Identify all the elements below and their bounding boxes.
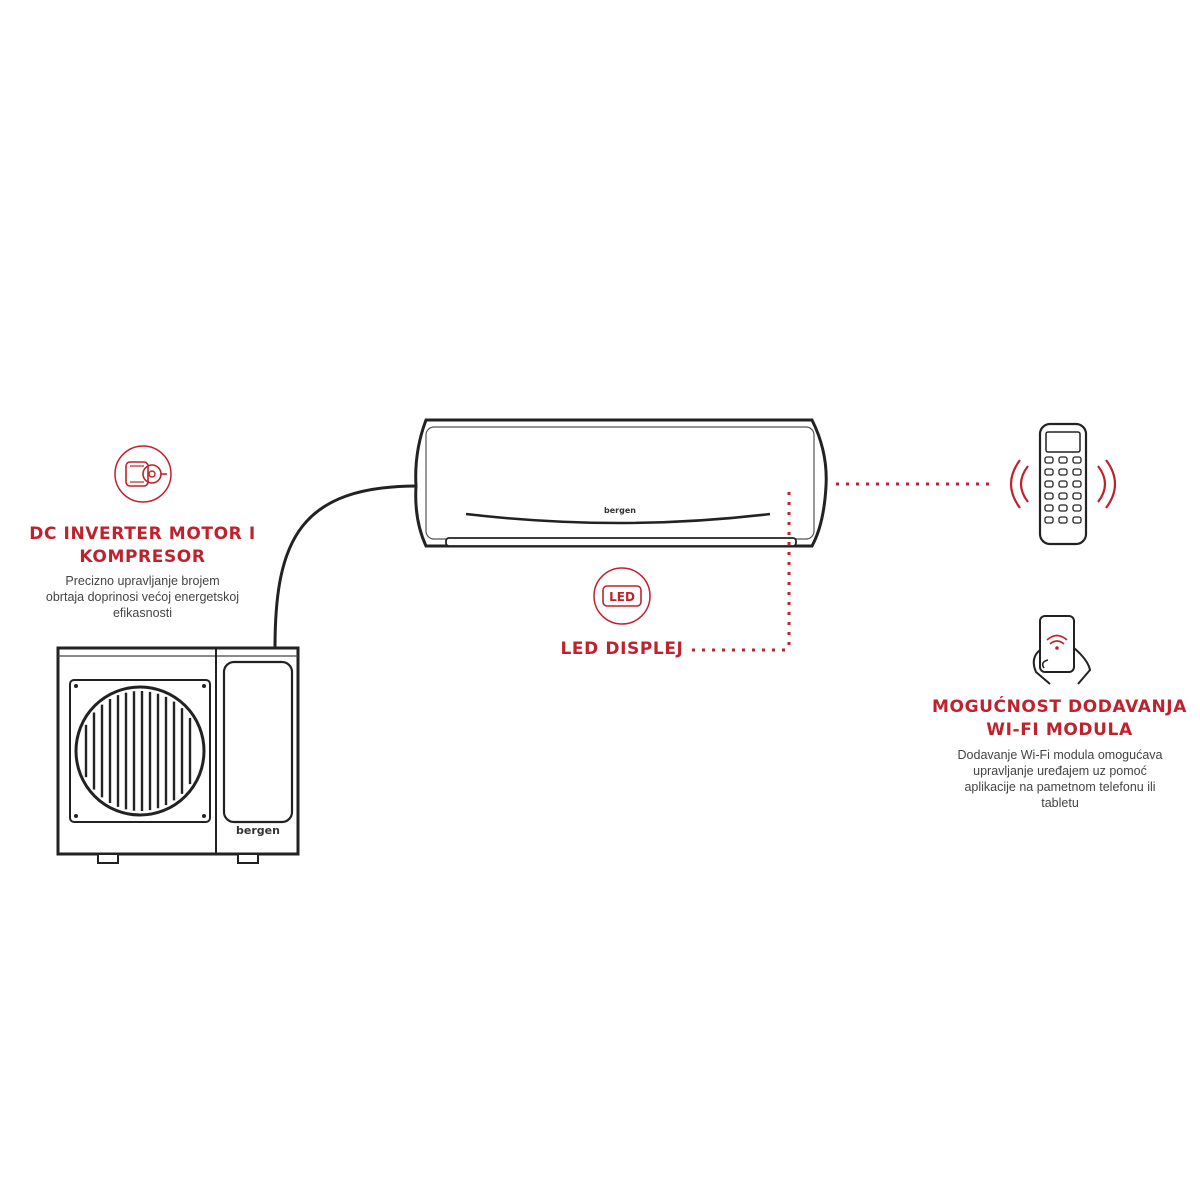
remote-button	[1058, 480, 1068, 488]
inverter-title-line2: KOMPRESOR	[79, 547, 206, 567]
remote-button	[1072, 504, 1082, 512]
wifi-title: MOGUĆNOST DODAVANJA WI-FI MODULA	[922, 696, 1197, 742]
wifi-desc-line3: aplikacije na pametnom telefonu ili	[964, 780, 1156, 794]
wifi-desc-line1: Dodavanje Wi-Fi modula omogućava	[957, 748, 1163, 762]
inverter-desc-line3: efikasnosti	[112, 606, 173, 620]
inverter-desc-line1: Precizno upravljanje brojem	[65, 574, 220, 588]
led-icon-label: LED	[609, 590, 635, 604]
refrigerant-pipe	[273, 484, 419, 649]
led-display-icon: LED	[593, 567, 651, 625]
remote-button	[1058, 504, 1068, 512]
wifi-desc-line4: tabletu	[1041, 796, 1079, 810]
motor-icon	[114, 445, 172, 503]
outdoor-brand-label: bergen	[236, 824, 280, 837]
indoor-brand-label: bergen	[604, 506, 636, 515]
wifi-desc-line2: upravljanje uređajem uz pomoć	[973, 764, 1147, 778]
remote-control-icon	[1009, 422, 1117, 546]
remote-button	[1072, 480, 1082, 488]
remote-buttons	[1044, 456, 1082, 524]
outdoor-unit: bergen	[56, 646, 300, 864]
remote-button	[1044, 468, 1054, 476]
remote-button	[1044, 492, 1054, 500]
inverter-title: DC INVERTER MOTOR I KOMPRESOR	[20, 523, 265, 569]
remote-button	[1044, 456, 1054, 464]
remote-button	[1044, 480, 1054, 488]
inverter-desc-line2: obrtaja doprinosi većoj energetskoj	[45, 590, 240, 604]
smartphone-wifi-icon	[1032, 615, 1092, 685]
indoor-unit: bergen	[414, 418, 828, 548]
remote-button	[1072, 456, 1082, 464]
led-title: LED DISPLEJ	[552, 638, 692, 661]
inverter-description: Precizno upravljanje brojem obrtaja dopr…	[15, 573, 270, 621]
led-title-text: LED DISPLEJ	[560, 639, 684, 659]
wifi-title-line2: WI-FI MODULA	[986, 720, 1133, 740]
remote-button	[1058, 468, 1068, 476]
remote-button	[1072, 516, 1082, 524]
remote-button	[1044, 516, 1054, 524]
remote-button	[1072, 468, 1082, 476]
inverter-title-line1: DC INVERTER MOTOR I	[29, 524, 256, 544]
fan-grille	[84, 691, 192, 811]
remote-button	[1058, 516, 1068, 524]
wifi-description: Dodavanje Wi-Fi modula omogućava upravlj…	[925, 747, 1195, 811]
remote-button	[1044, 504, 1054, 512]
remote-button	[1058, 492, 1068, 500]
remote-button	[1072, 492, 1082, 500]
wifi-title-line1: MOGUĆNOST DODAVANJA	[932, 697, 1187, 717]
remote-button	[1058, 456, 1068, 464]
